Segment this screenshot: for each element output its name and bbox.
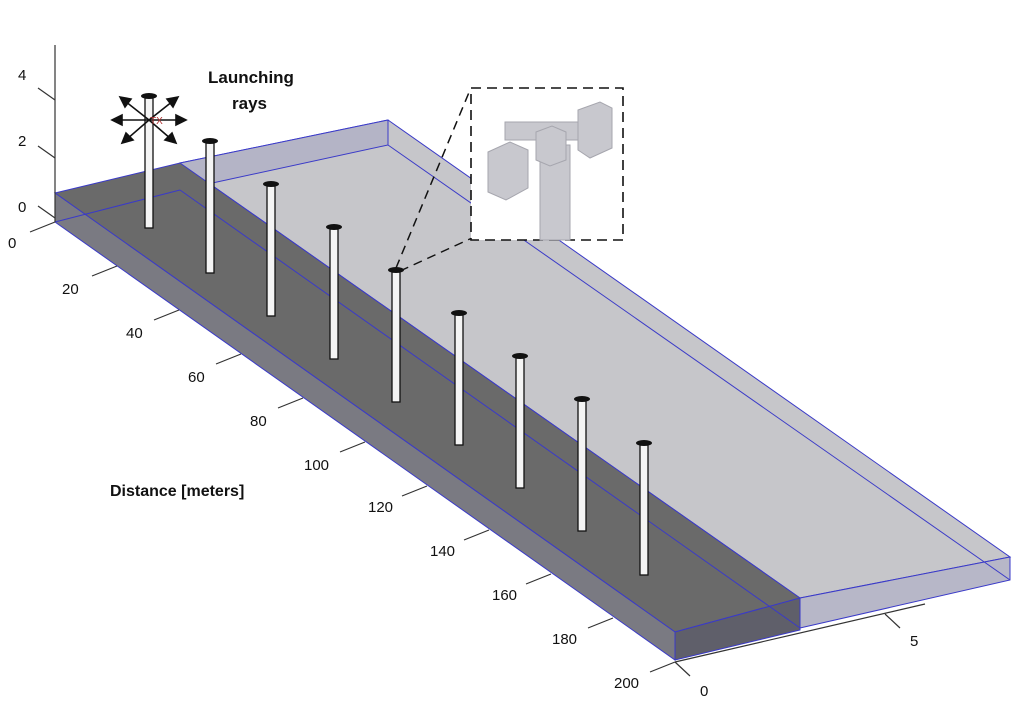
distance-tick [463,529,490,541]
launching-rays-label: Launching rays [208,68,299,113]
pole [388,267,404,403]
dark-lane-back-edge [54,189,181,223]
distance-tick [277,397,304,409]
distance-tick [525,573,552,585]
vertical-tick-label: 4 [18,67,26,84]
distance-tick [29,221,56,233]
distance-tick-label: 100 [304,457,329,474]
pole [636,440,652,576]
width-tick-label: 5 [910,633,918,650]
distance-tick [649,661,676,673]
pole [326,224,342,360]
pole [574,396,590,532]
pole [512,353,528,489]
zoom-callout-line [399,237,473,272]
distance-tick [91,265,118,277]
distance-tick-label: 200 [614,675,639,692]
pole [141,93,157,229]
distance-tick-label: 80 [250,413,267,430]
pole [202,138,218,274]
transmitter-label: TX [150,116,163,127]
distance-tick-label: 160 [492,587,517,604]
distance-tick-label: 40 [126,325,143,342]
distance-tick-label: 120 [368,499,393,516]
vertical-axis: 4 2 0 [18,45,56,222]
distance-tick [215,353,242,365]
dark-lane [53,162,802,661]
width-tick [674,661,691,677]
width-axis: 0 5 [674,603,926,700]
distance-tick [401,485,428,497]
distance-tick [339,441,366,453]
pole [451,310,467,446]
distance-tick [153,309,180,321]
zoom-callout-line [395,89,471,269]
width-tick [884,613,901,629]
distance-tick-label: 140 [430,543,455,560]
launching-rays-label-line1: Launching [208,68,294,87]
pole [263,181,279,317]
vertical-tick-label: 0 [18,199,26,216]
vertical-tick-4 [37,87,56,101]
distance-tick-label: 0 [8,235,16,252]
launching-rays-label-line2: rays [232,94,267,113]
vertical-tick-0 [37,205,56,219]
pole-group [141,93,652,576]
vertical-tick-2 [37,145,56,159]
width-axis-line [674,603,926,663]
distance-tick-label: 20 [62,281,79,298]
vertical-tick-label: 2 [18,133,26,150]
launching-rays-arrows [110,95,188,145]
access-point-detail [487,101,613,241]
distance-axis-title: Distance [meters] [110,483,244,500]
distance-tick-label: 60 [188,369,205,386]
zoom-inset [395,87,624,272]
distance-axis: 0 20 40 60 80 100 120 140 160 180 200 [8,221,676,692]
distance-tick [587,617,614,629]
distance-tick-label: 180 [552,631,577,648]
dark-lane-inner-edge [179,189,801,629]
width-tick-label: 0 [700,683,708,700]
light-lane [178,119,1012,629]
